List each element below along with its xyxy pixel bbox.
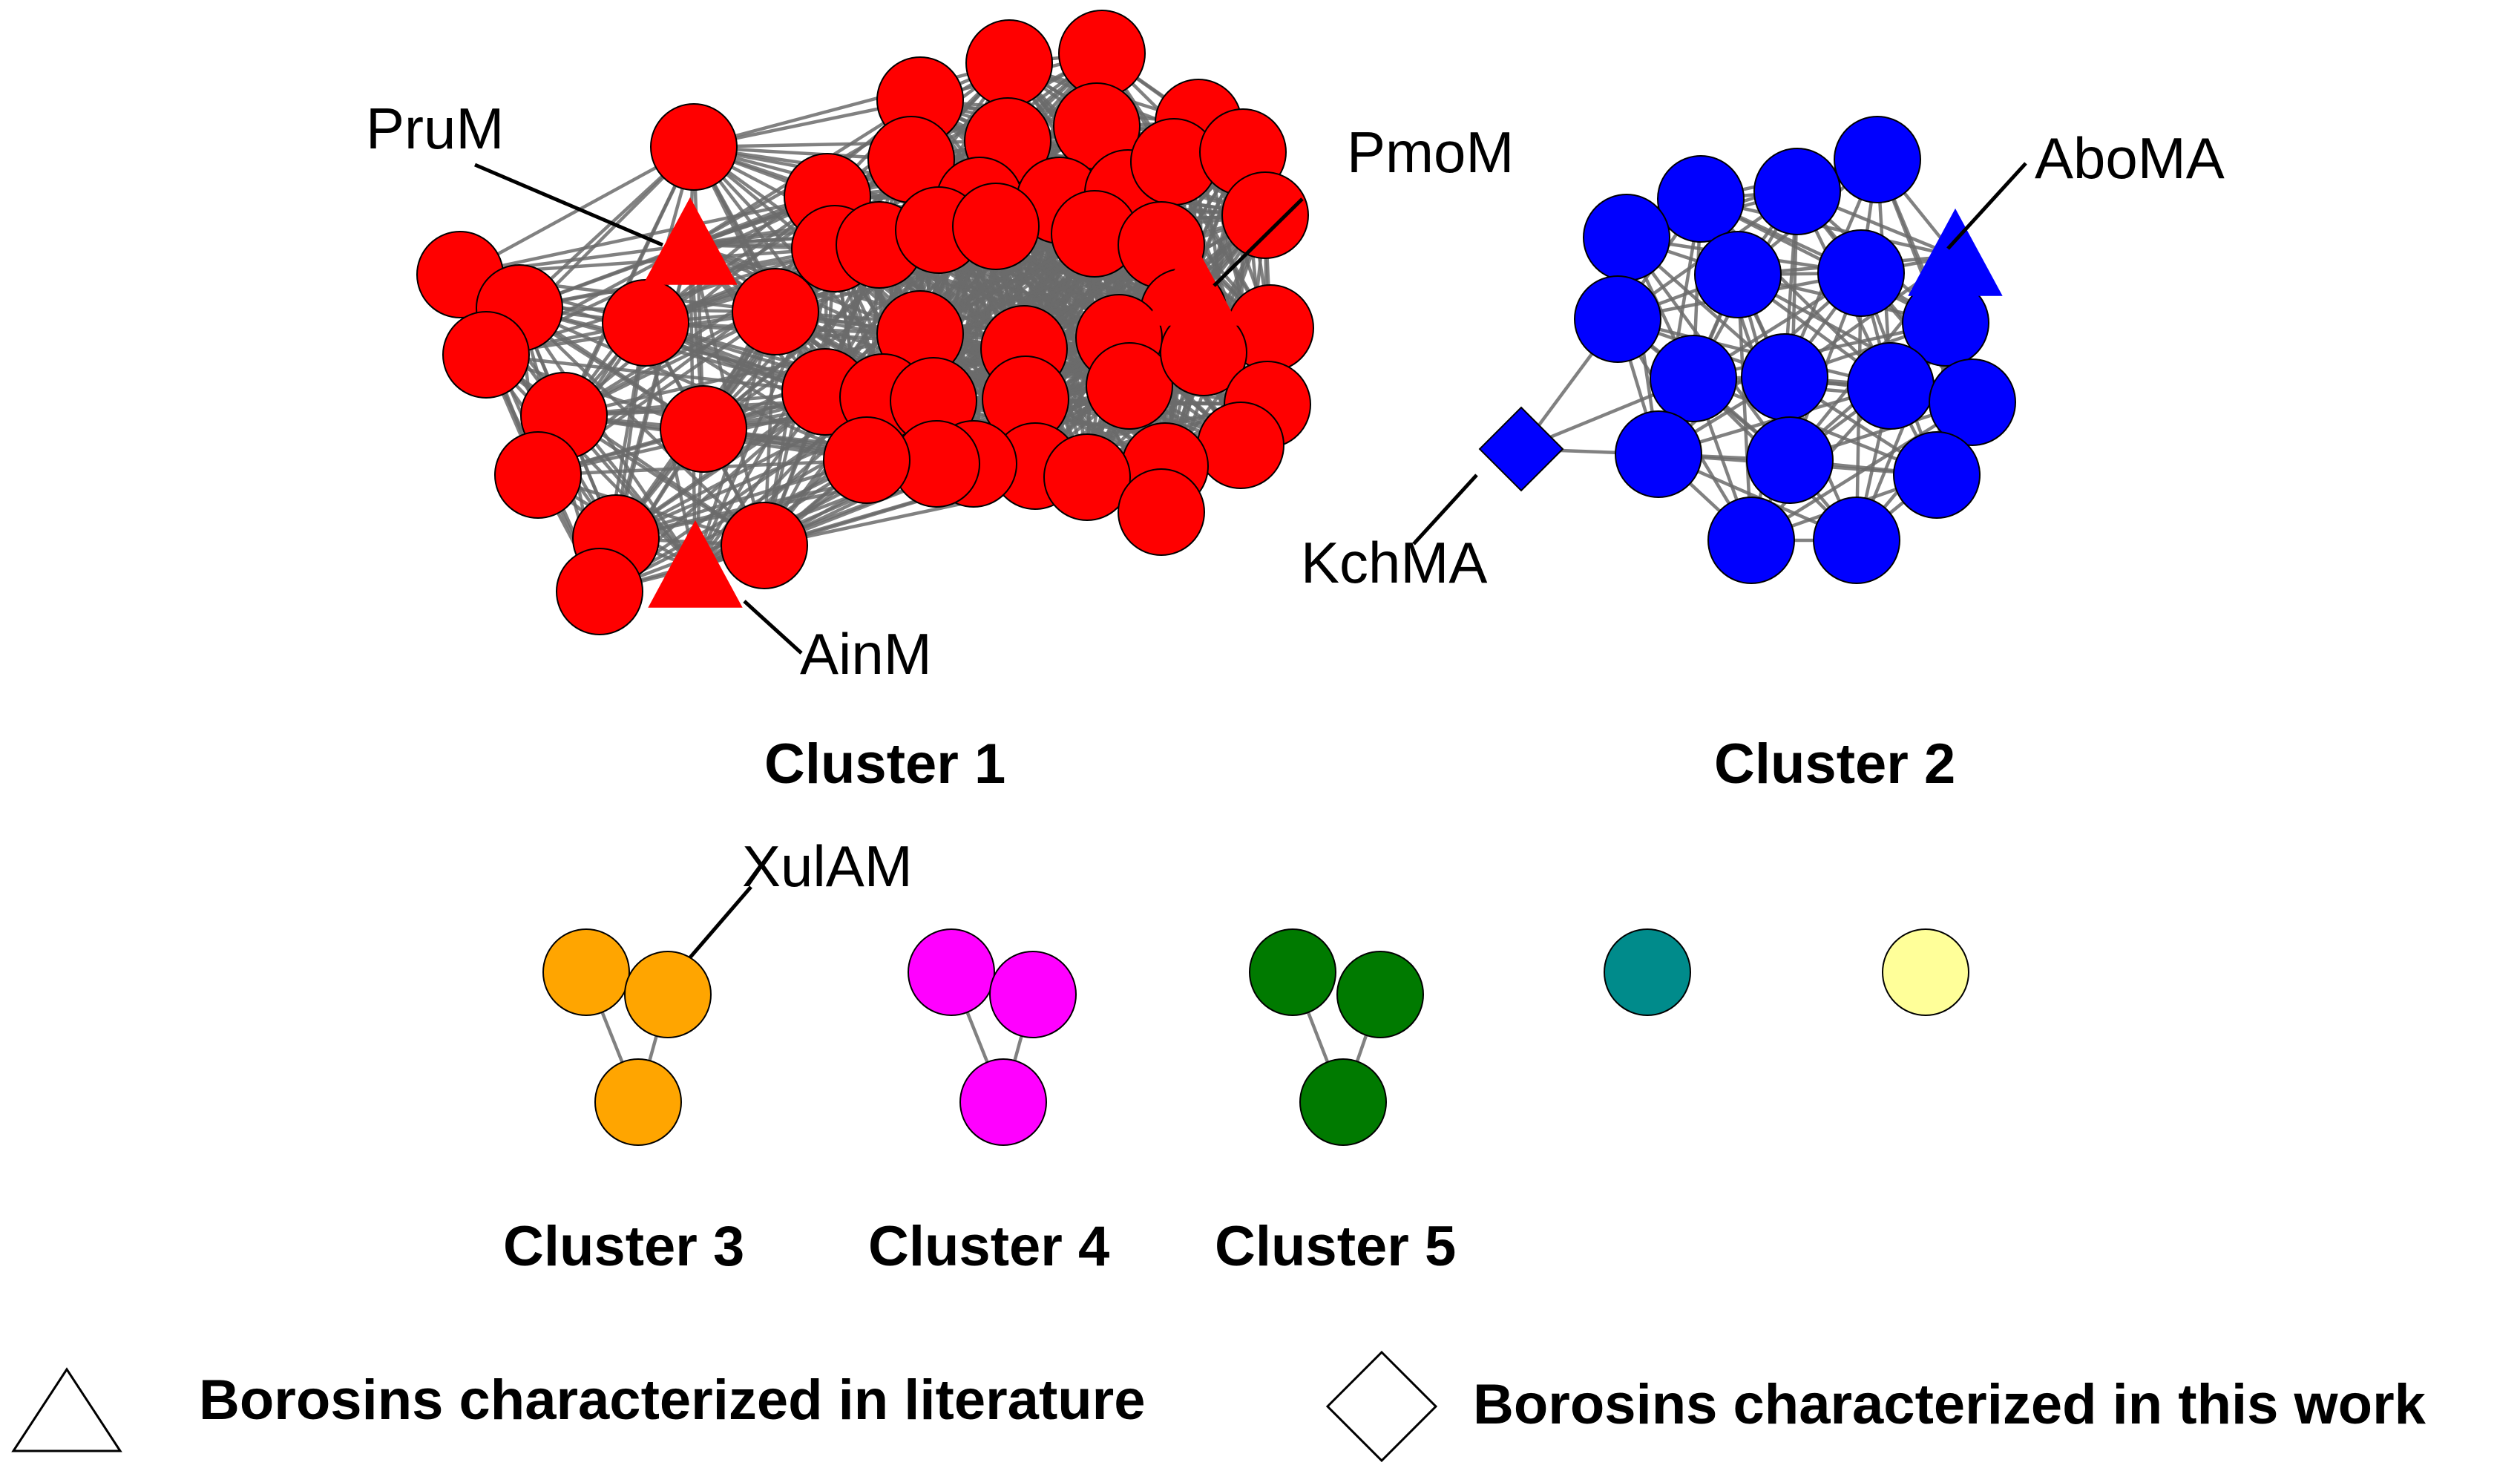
aboma-leader: [1946, 162, 2027, 250]
xulam-leader: [689, 885, 752, 959]
network-nodes: [416, 10, 2016, 1146]
kchma-label: KchMA: [1301, 530, 1487, 595]
cluster-1-node: [650, 103, 738, 191]
cluster-1-node: [1043, 433, 1131, 521]
cluster-2-node: [1893, 431, 1981, 519]
cluster-5-node: [1336, 951, 1424, 1038]
cluster-2-node: [1707, 497, 1795, 584]
cluster-2-node: [1746, 416, 1834, 504]
cluster-1-node: [1197, 402, 1284, 489]
ainm-label: AinM: [800, 621, 932, 687]
cluster-3-node: [542, 928, 630, 1016]
cluster-5-node: [1249, 928, 1336, 1016]
cluster-1-node: [965, 19, 1053, 107]
cluster-1-node: [1221, 171, 1309, 259]
cluster-1-node: [952, 183, 1040, 270]
cluster-2-node: [1834, 116, 1921, 203]
network-edge: [689, 243, 1026, 402]
cluster-4-node: [989, 951, 1077, 1038]
network-edge: [459, 145, 695, 276]
aboma-label: AboMA: [2035, 125, 2225, 191]
xulam-node: [624, 951, 712, 1038]
cluster-2-node: [1574, 275, 1661, 363]
singleton-node-yellow: [1882, 928, 1969, 1016]
cluster-1-label: Cluster 1: [764, 733, 1005, 796]
legend-triangle-text: Borosins characterized in literature: [199, 1369, 1146, 1432]
cluster-1-node: [494, 431, 582, 519]
cluster-2-label: Cluster 2: [1714, 733, 1955, 796]
cluster-2-node: [1813, 497, 1900, 584]
network-edge: [689, 243, 1025, 351]
cluster-2-node: [1753, 148, 1841, 235]
cluster-3-label: Cluster 3: [503, 1215, 744, 1278]
cluster-2-node: [1694, 231, 1782, 318]
network-edge: [1736, 274, 1753, 541]
cluster-1-node: [602, 279, 689, 367]
pmom-node: [1144, 237, 1239, 326]
label-leaders: [474, 162, 2027, 959]
pmom-label: PmoM: [1347, 119, 1514, 185]
legend-diamond-icon: [1325, 1350, 1438, 1463]
cluster-1-node: [556, 548, 643, 635]
cluster-4-node: [908, 928, 995, 1016]
ainm-node: [648, 520, 743, 608]
prum-node: [643, 197, 738, 285]
kchma-leader: [1412, 474, 1478, 546]
pmom-leader: [1213, 197, 1304, 287]
cluster-4-label: Cluster 4: [868, 1215, 1109, 1278]
cluster-2-node: [1929, 358, 2016, 446]
cluster-2-node: [1817, 229, 1905, 317]
cluster-2-node: [1741, 333, 1828, 421]
cluster-1-node: [1118, 468, 1205, 556]
prum-leader: [474, 163, 663, 247]
cluster-4-node: [959, 1058, 1047, 1146]
cluster-3-node: [594, 1058, 682, 1146]
cluster-1-node: [721, 502, 808, 589]
network-edge: [693, 139, 1008, 149]
cluster-2-node: [1583, 194, 1670, 281]
cluster-2-node: [1650, 335, 1737, 422]
cluster-2-node: [1615, 410, 1702, 498]
cluster-2-node: [1847, 342, 1935, 430]
cluster-1-node: [1086, 342, 1173, 430]
ainm-leader: [743, 600, 803, 655]
cluster-1-node: [442, 311, 530, 399]
cluster-5-label: Cluster 5: [1215, 1215, 1456, 1278]
kchma-node: [1478, 406, 1564, 492]
legend: Borosins characterized in literature Bor…: [11, 1350, 2427, 1463]
legend-triangle-icon: [11, 1367, 122, 1452]
legend-diamond-text: Borosins characterized in this work: [1473, 1373, 2427, 1436]
cluster-5-node: [1299, 1058, 1387, 1146]
xulam-label: XulAM: [742, 833, 913, 899]
cluster-1-node: [660, 385, 747, 473]
cluster-2-node: [1657, 155, 1745, 243]
cluster-1-node: [823, 416, 910, 504]
prum-label: PruM: [366, 96, 504, 161]
cluster-1-node: [732, 268, 819, 356]
singleton-node-teal: [1604, 928, 1691, 1016]
aboma-node: [1908, 208, 2003, 296]
